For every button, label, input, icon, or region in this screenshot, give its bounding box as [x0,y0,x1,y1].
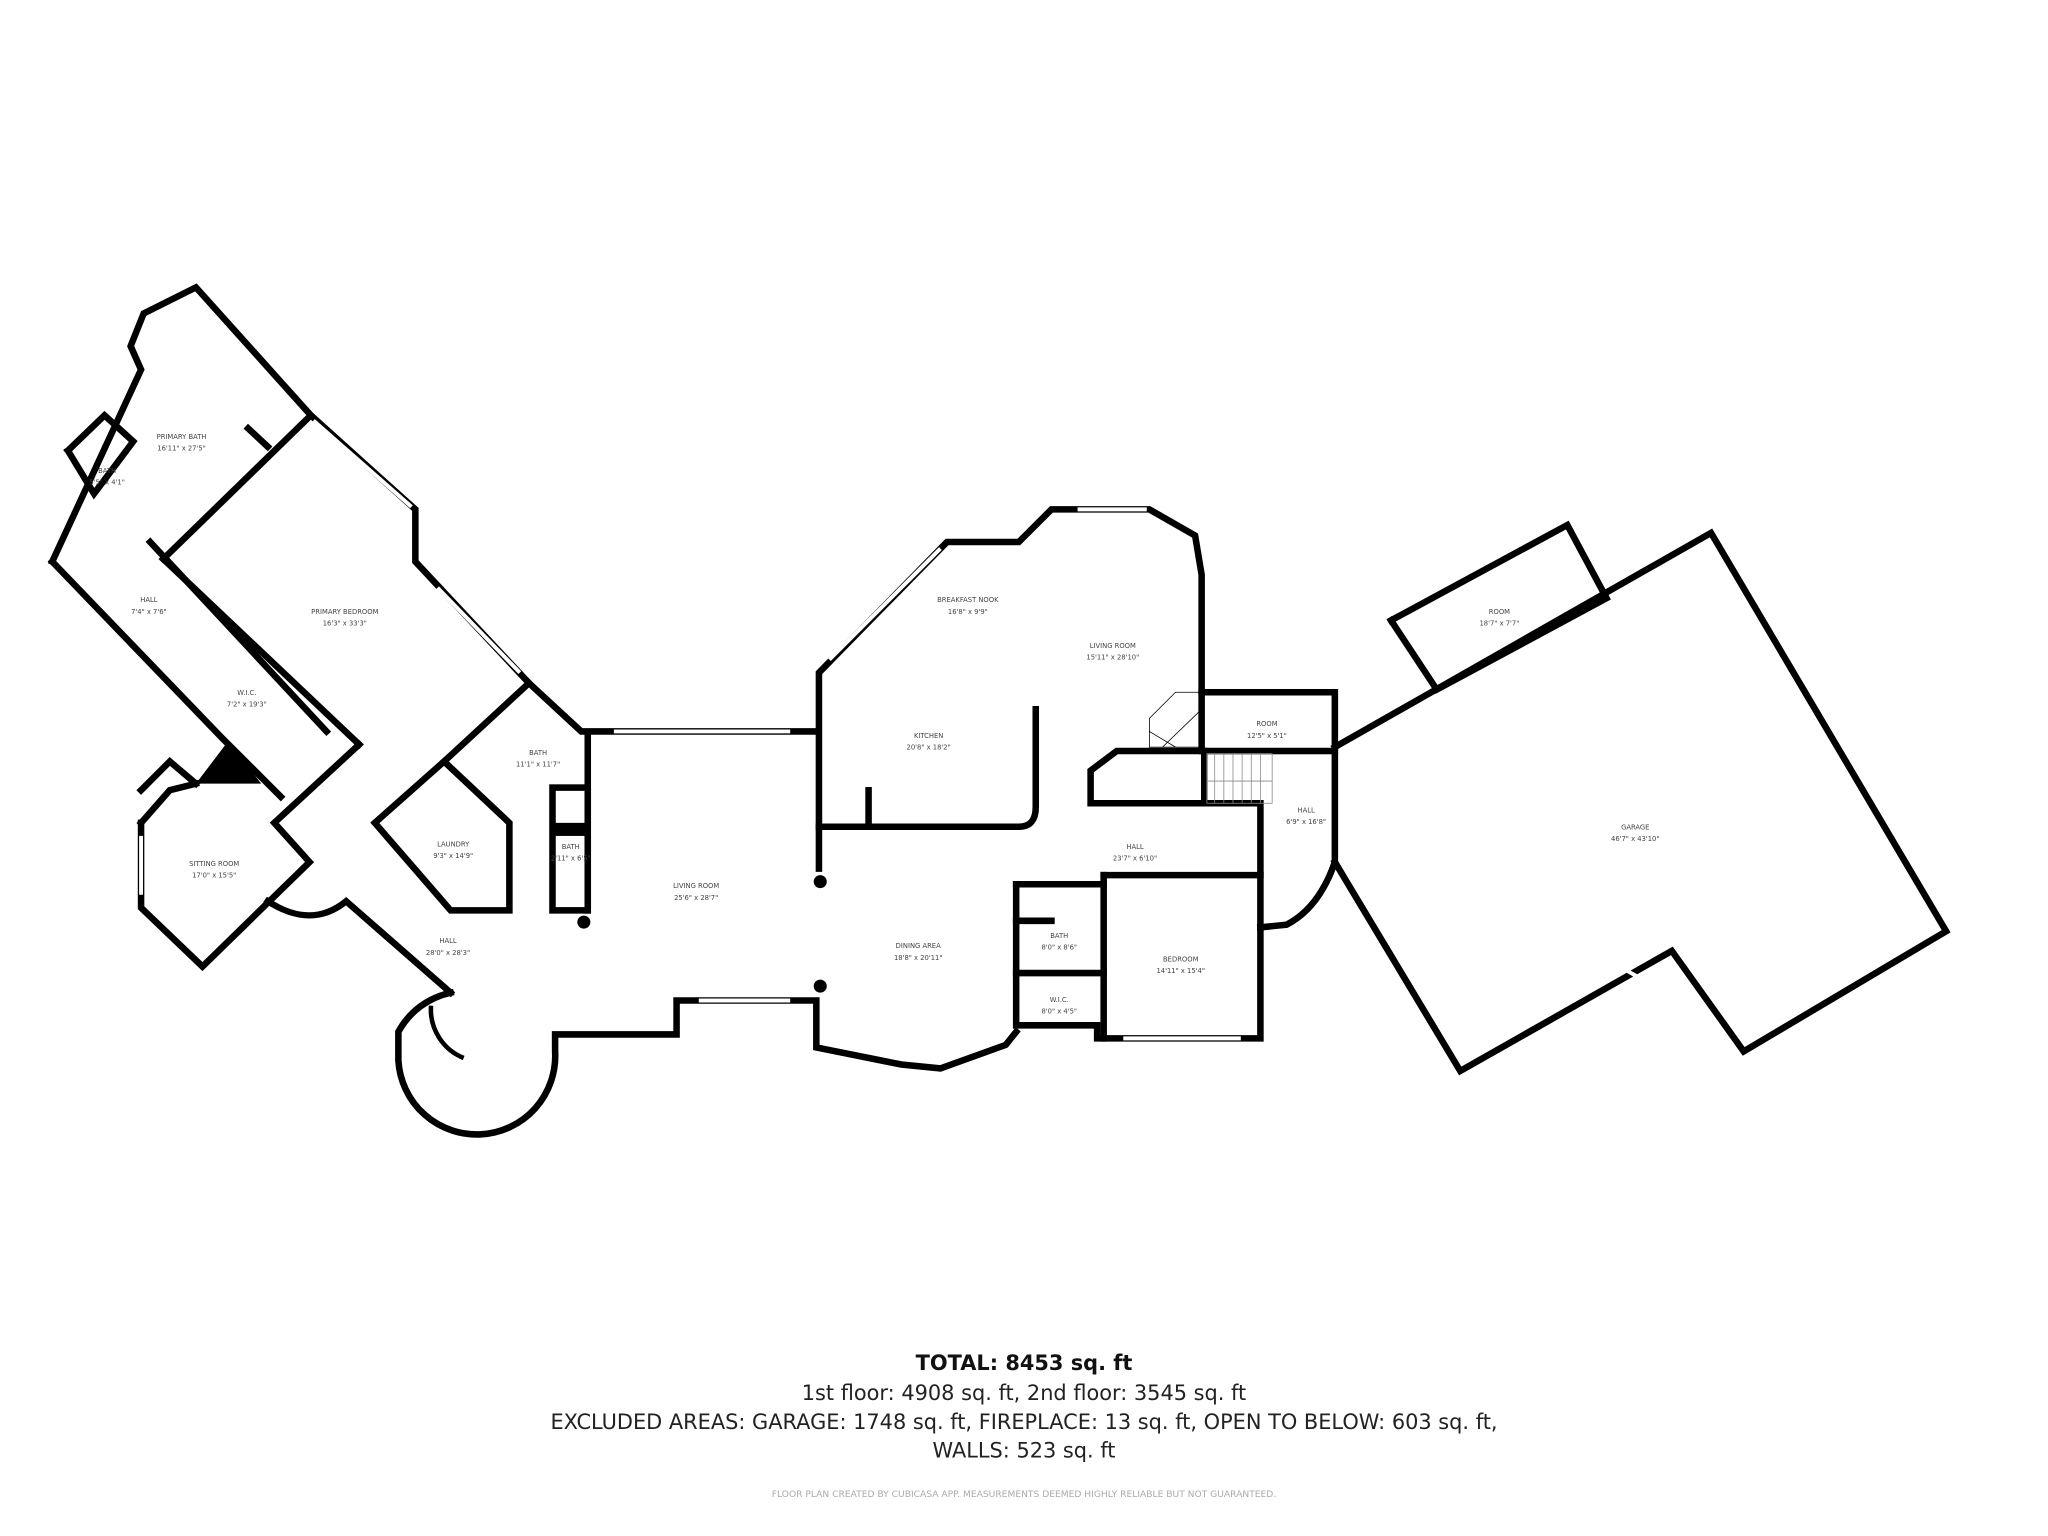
room-dimensions: 8'0" x 4'5" [1041,1008,1077,1016]
room-name: SITTING ROOM [189,860,239,868]
room-dimensions: 5'5" x 4'1" [89,479,125,487]
room-name: BATH [562,843,580,851]
room-name: PRIMARY BATH [157,433,207,441]
room-dimensions: 16'8" x 9'9" [948,608,988,616]
room-name: BEDROOM [1163,955,1199,963]
room-name: KITCHEN [914,732,943,740]
closet-fill [195,740,262,784]
room-dimensions: 6'9" x 16'8" [1286,818,1326,826]
room-name: HALL [1126,843,1144,851]
fireplace [1148,691,1200,748]
room-dimensions: 20'8" x 18'2" [907,744,951,752]
room-name: HALL [1297,806,1315,814]
room-dimensions: 16'3" x 33'3" [323,620,367,628]
walls [47,283,1951,1138]
room-dimensions: 11'1" x 11'7" [516,761,560,769]
disclaimer: FLOOR PLAN CREATED BY CUBICASA APP. MEAS… [772,1490,1276,1500]
windows [139,419,1883,1041]
room-name: HALL [140,596,158,604]
room-name: BATH [98,467,116,475]
room-dimensions: 9'3" x 14'9" [433,852,473,860]
room-name: BATH [1050,932,1068,940]
room-dimensions: 23'7" x 6'10" [1113,855,1157,863]
room-dimensions: 18'8" x 20'11" [894,954,943,962]
room-name: ROOM [1256,720,1277,728]
excluded-areas: EXCLUDED AREAS: GARAGE: 1748 sq. ft, FIR… [550,1410,1497,1434]
room-name: W.I.C. [1050,996,1069,1004]
stairs [1206,753,1273,804]
room-name: BREAKFAST NOOK [937,596,999,604]
room-dimensions: 2'11" x 6'5" [551,855,591,863]
area-summary: TOTAL: 8453 sq. ft 1st floor: 4908 sq. f… [550,1351,1497,1500]
room-name: LIVING ROOM [673,882,719,890]
room-dimensions: 7'4" x 7'6" [131,608,167,616]
room-name: LIVING ROOM [1090,642,1136,650]
room-dimensions: 28'0" x 28'3" [426,949,470,957]
room-name: W.I.C. [237,689,256,697]
room-dimensions: 16'11" x 27'5" [157,445,206,453]
room-dimensions: 46'7" x 43'10" [1611,835,1660,843]
room-name: ROOM [1489,608,1510,616]
room-labels: PRIMARY BATH 16'11" x 27'5" BATH 5'5" x … [89,433,1659,1016]
total-area: TOTAL: 8453 sq. ft [916,1351,1133,1375]
room-dimensions: 8'0" x 8'6" [1041,944,1077,952]
room-dimensions: 25'6" x 28'7" [674,894,718,902]
room-dimensions: 15'11" x 28'10" [1086,654,1139,662]
room-dimensions: 14'11" x 15'4" [1156,967,1205,975]
room-name: BATH [529,749,547,757]
room-name: GARAGE [1621,823,1649,831]
room-name: PRIMARY BEDROOM [311,608,378,616]
room-name: LAUNDRY [437,840,470,848]
room-dimensions: 17'0" x 15'5" [192,872,236,880]
room-dimensions: 7'2" x 19'3" [227,701,267,709]
room-name: HALL [439,937,457,945]
room-name: DINING AREA [896,942,941,950]
floor-areas: 1st floor: 4908 sq. ft, 2nd floor: 3545 … [802,1381,1246,1405]
walls-area: WALLS: 523 sq. ft [932,1439,1115,1463]
room-dimensions: 12'5" x 5'1" [1247,732,1287,740]
room-dimensions: 18'7" x 7'7" [1479,620,1519,628]
